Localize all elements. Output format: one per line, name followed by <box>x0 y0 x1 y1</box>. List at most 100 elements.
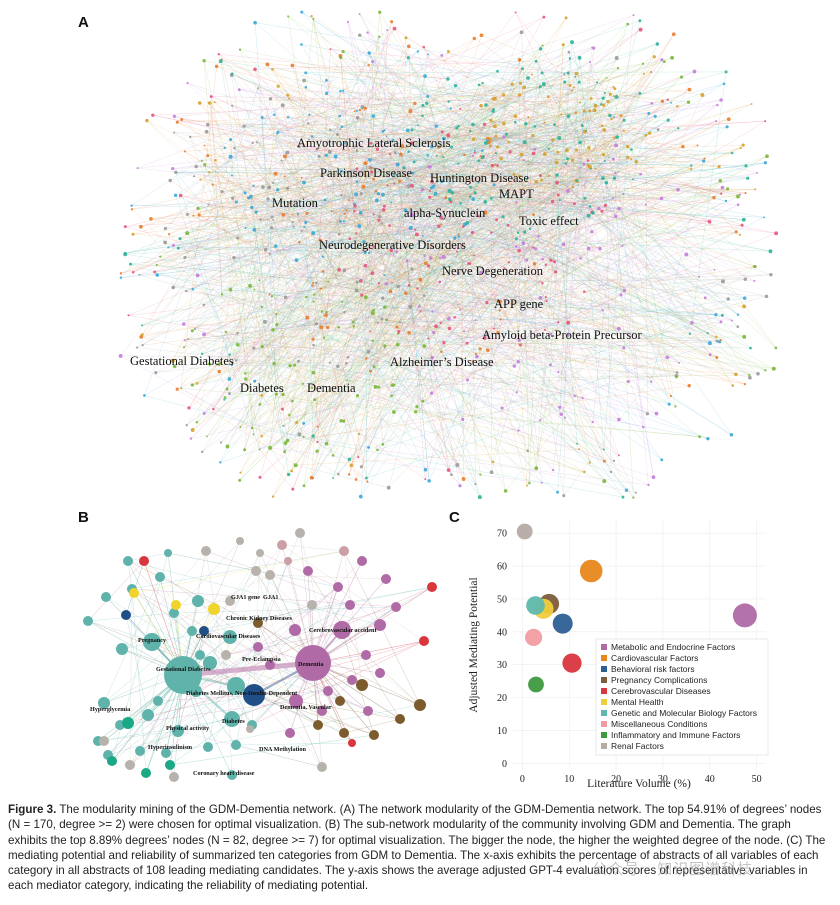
network-a-edge <box>361 255 425 296</box>
network-a-edge <box>183 117 358 348</box>
network-a-node <box>666 98 670 101</box>
network-a-edge <box>337 134 364 187</box>
network-a-node <box>283 450 286 454</box>
network-a-edge <box>619 156 768 209</box>
network-a-edge <box>613 95 676 407</box>
network-a-node <box>300 43 303 46</box>
network-a-node <box>244 377 248 381</box>
network-a-node <box>355 167 359 170</box>
network-a-edge <box>321 68 619 328</box>
network-a-edge <box>456 149 535 252</box>
network-a-node <box>312 343 315 347</box>
network-a-edge <box>313 96 428 373</box>
network-a-edge <box>359 35 483 84</box>
network-panel-a: A Amyotrophic Lateral Sclerosis Parkinso… <box>78 10 779 500</box>
network-a-node <box>644 133 648 137</box>
network-a-node <box>582 162 586 166</box>
network-a-edge <box>296 82 483 261</box>
network-a-node <box>360 293 364 297</box>
network-a-edge <box>464 306 745 332</box>
network-a-edge <box>284 176 422 211</box>
network-a-node <box>426 94 430 98</box>
network-a-edge <box>252 427 369 448</box>
network-a-node <box>575 179 579 182</box>
network-a-edge <box>609 115 659 130</box>
network-a-node <box>690 164 693 167</box>
network-a-node <box>519 152 524 157</box>
network-a-edge <box>139 274 373 342</box>
network-a-edge <box>397 281 724 345</box>
legend-swatch <box>601 710 607 716</box>
network-a-edge <box>491 92 605 199</box>
network-a-node <box>613 214 618 219</box>
network-a-edge <box>371 167 723 316</box>
b-label-physical-activity: Physical activity <box>166 725 210 732</box>
x-tick-label: 0 <box>520 774 525 785</box>
network-a-node <box>359 465 363 469</box>
network-a-node <box>564 16 568 20</box>
network-a-node <box>496 164 499 167</box>
network-a-node <box>374 189 378 193</box>
network-a-edge <box>339 38 475 117</box>
network-a-edge <box>379 216 732 435</box>
network-a-edge <box>245 215 589 380</box>
network-a-edge <box>312 210 406 479</box>
network-a-edge <box>353 161 637 327</box>
scatter-point <box>526 596 545 615</box>
network-a-edge <box>370 116 374 372</box>
network-a-edge <box>502 181 537 217</box>
network-a-node <box>378 215 382 219</box>
network-a-edge <box>303 102 581 437</box>
network-a-node <box>543 121 546 124</box>
network-a-edge <box>368 68 523 352</box>
network-a-node <box>395 250 399 253</box>
network-a-edge <box>347 21 413 269</box>
network-a-edge <box>288 16 321 241</box>
network-b-node <box>227 770 237 780</box>
network-a-node <box>675 371 679 374</box>
network-a-node <box>564 162 567 165</box>
network-a-node <box>433 191 438 196</box>
network-a-edge <box>231 90 341 366</box>
network-a-edge <box>210 96 223 295</box>
network-a-node <box>768 249 773 254</box>
network-a-node <box>744 164 748 168</box>
network-a-node <box>421 114 424 118</box>
network-a-node <box>175 120 179 124</box>
network-a-node <box>171 167 175 171</box>
network-a-edge <box>569 58 614 97</box>
network-a-node <box>681 144 685 149</box>
network-a-node <box>616 326 621 331</box>
network-a-edge <box>589 206 744 220</box>
network-a-node <box>456 271 460 275</box>
network-a-node <box>397 332 400 335</box>
network-a-edge <box>631 149 717 338</box>
network-a-node <box>557 136 562 140</box>
network-a-edge <box>499 301 521 346</box>
network-a-node <box>252 433 255 436</box>
network-a-node <box>440 223 443 226</box>
network-a-edge <box>351 135 533 466</box>
network-a-edge <box>187 338 393 386</box>
network-a-edge <box>480 105 520 340</box>
network-a-edge <box>255 51 419 213</box>
network-a-node <box>339 128 342 131</box>
network-a-node <box>477 495 482 500</box>
network-a-node <box>649 70 653 74</box>
network-a-edge <box>381 319 519 431</box>
network-b-edge <box>229 636 341 702</box>
network-a-edge <box>405 293 481 498</box>
network-a-edge <box>202 160 589 453</box>
network-a-edge <box>472 124 614 160</box>
network-a-edge <box>227 211 603 447</box>
network-a-edge <box>229 193 624 355</box>
network-a-edge <box>450 201 506 491</box>
network-a-edge <box>361 177 615 194</box>
network-b-edge <box>127 560 421 706</box>
network-a-edge <box>393 411 476 485</box>
network-a-edge <box>142 301 500 346</box>
network-b-node <box>303 566 313 576</box>
network-a-node <box>450 191 454 195</box>
network-a-edge <box>313 232 710 344</box>
network-a-node <box>377 281 381 285</box>
